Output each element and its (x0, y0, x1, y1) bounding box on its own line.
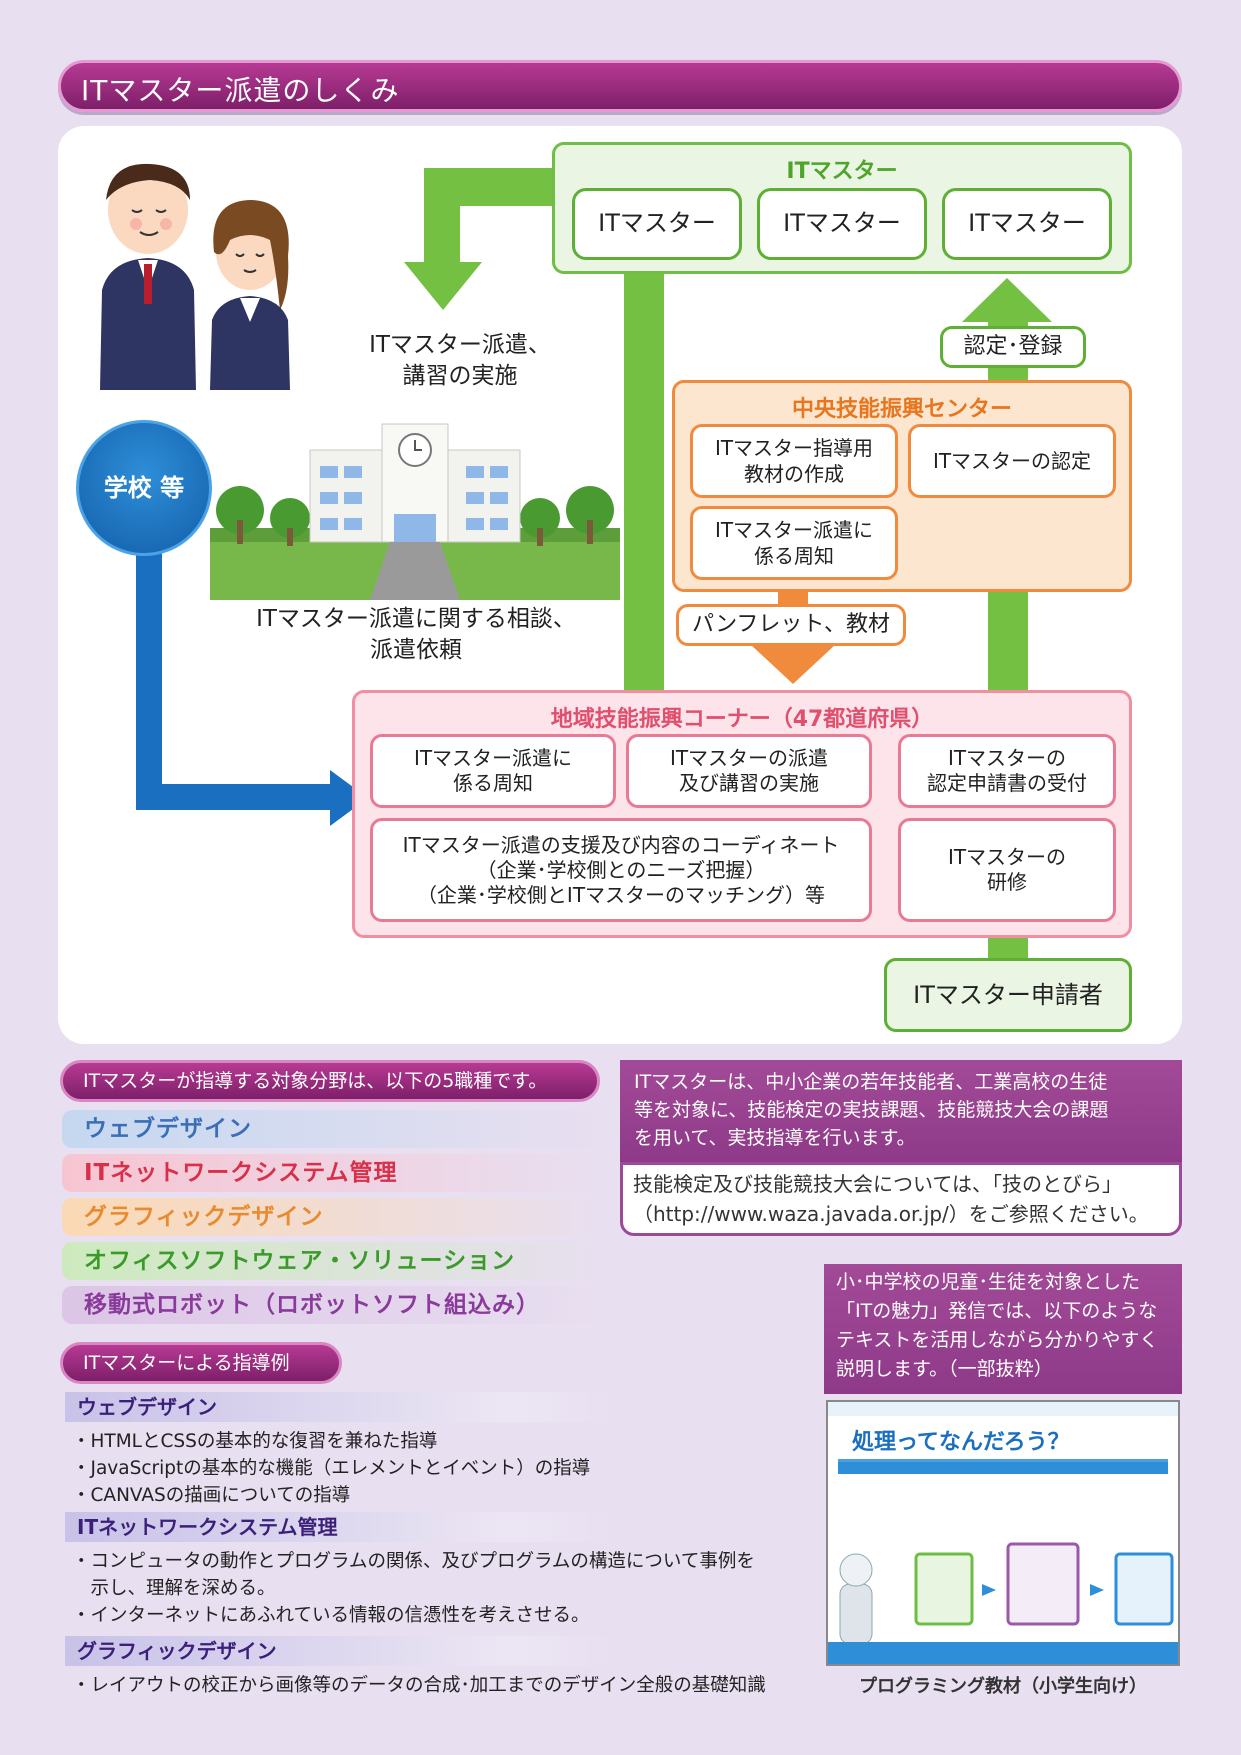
it-master-member: ITマスター (942, 188, 1112, 260)
school-circle: 学校 等 (76, 420, 212, 556)
field-item: グラフィックデザイン (62, 1198, 602, 1236)
school-arrow-head (330, 770, 368, 826)
slide-thumbnail: 処理ってなんだろう？ (826, 1400, 1180, 1666)
dispatch-label: ITマスター派遣、講習の実施 (369, 332, 551, 389)
field-item: ウェブデザイン (62, 1110, 602, 1148)
certify-badge: 認定･登録 (940, 326, 1086, 368)
green-connector-left (624, 270, 664, 690)
slide-caption: プログラミング教材（小学生向け） (859, 1676, 1147, 1697)
regional-item: ITマスターの派遣及び講習の実施 (626, 734, 872, 808)
school-building-illustration (210, 423, 620, 600)
regional-item: ITマスターの認定申請書の受付 (898, 734, 1116, 808)
promo-text: 小･中学校の児童･生徒を対象とした「ITの魅力」発信では、以下のようなテキストを… (824, 1264, 1182, 1394)
regional-item-wide: ITマスター派遣の支援及び内容のコーディネート（企業･学校側とのニーズ把握）（企… (370, 818, 872, 922)
pamphlet-arrow-head (750, 644, 836, 684)
slide-title: 処理ってなんだろう？ (838, 1424, 1168, 1462)
regional-item: ITマスター派遣に係る周知 (370, 734, 616, 808)
examples-heading: ITマスターによる指導例 (60, 1342, 342, 1384)
example-section-title: ウェブデザイン (65, 1392, 625, 1422)
it-master-group-title: ITマスター (786, 159, 898, 184)
applicant-box: ITマスター申請者 (884, 958, 1132, 1032)
it-master-member: ITマスター (757, 188, 927, 260)
central-item: ITマスター派遣に係る周知 (690, 506, 898, 580)
people-illustration (100, 163, 290, 390)
field-item: ITネットワークシステム管理 (62, 1154, 602, 1192)
info-note: 技能検定及び技能競技大会については、「技のとびら」（http://www.waz… (620, 1162, 1182, 1236)
field-item: オフィスソフトウェア・ソリューション (62, 1242, 602, 1280)
it-master-member: ITマスター (572, 188, 742, 260)
section-header: ITマスター派遣のしくみ (58, 60, 1182, 112)
example-bullets: ・HTMLとCSSの基本的な復習を兼ねた指導・JavaScriptの基本的な機能… (72, 1431, 591, 1506)
field-item: 移動式ロボット（ロボットソフト組込み） (62, 1286, 602, 1324)
dispatch-arrow-vertical (424, 168, 460, 268)
example-section-title: グラフィックデザイン (65, 1636, 625, 1666)
pamphlet-badge: パンフレット、教材 (676, 604, 906, 646)
info-main: ITマスターは、中小企業の若年技能者、工業高校の生徒等を対象に、技能検定の実技課… (620, 1060, 1182, 1162)
page-title: ITマスター派遣のしくみ (81, 74, 400, 107)
regional-item: ITマスターの研修 (898, 818, 1116, 922)
regional-corner-title: 地域技能振興コーナー（47都道府県） (550, 707, 934, 732)
central-center-title: 中央技能振興センター (791, 397, 1012, 422)
example-bullets: ・レイアウトの校正から画像等のデータの合成･加工までのデザイン全般の基礎知識 (72, 1675, 766, 1696)
dispatch-arrow-head (404, 262, 482, 310)
central-item: ITマスターの認定 (908, 424, 1116, 498)
consult-label: ITマスター派遣に関する相談、派遣依頼 (256, 606, 576, 663)
certify-arrow-head (962, 278, 1052, 322)
school-arrow-horizontal (136, 784, 336, 810)
school-arrow-vertical (136, 520, 162, 800)
example-section-title: ITネットワークシステム管理 (65, 1512, 625, 1542)
example-bullets: ・コンピュータの動作とプログラムの関係、及びプログラムの構造について事例を 示し… (72, 1551, 755, 1626)
fields-heading: ITマスターが指導する対象分野は、以下の5職種です。 (60, 1060, 600, 1102)
slide-illustration (839, 1542, 1174, 1645)
central-item: ITマスター指導用教材の作成 (690, 424, 898, 498)
